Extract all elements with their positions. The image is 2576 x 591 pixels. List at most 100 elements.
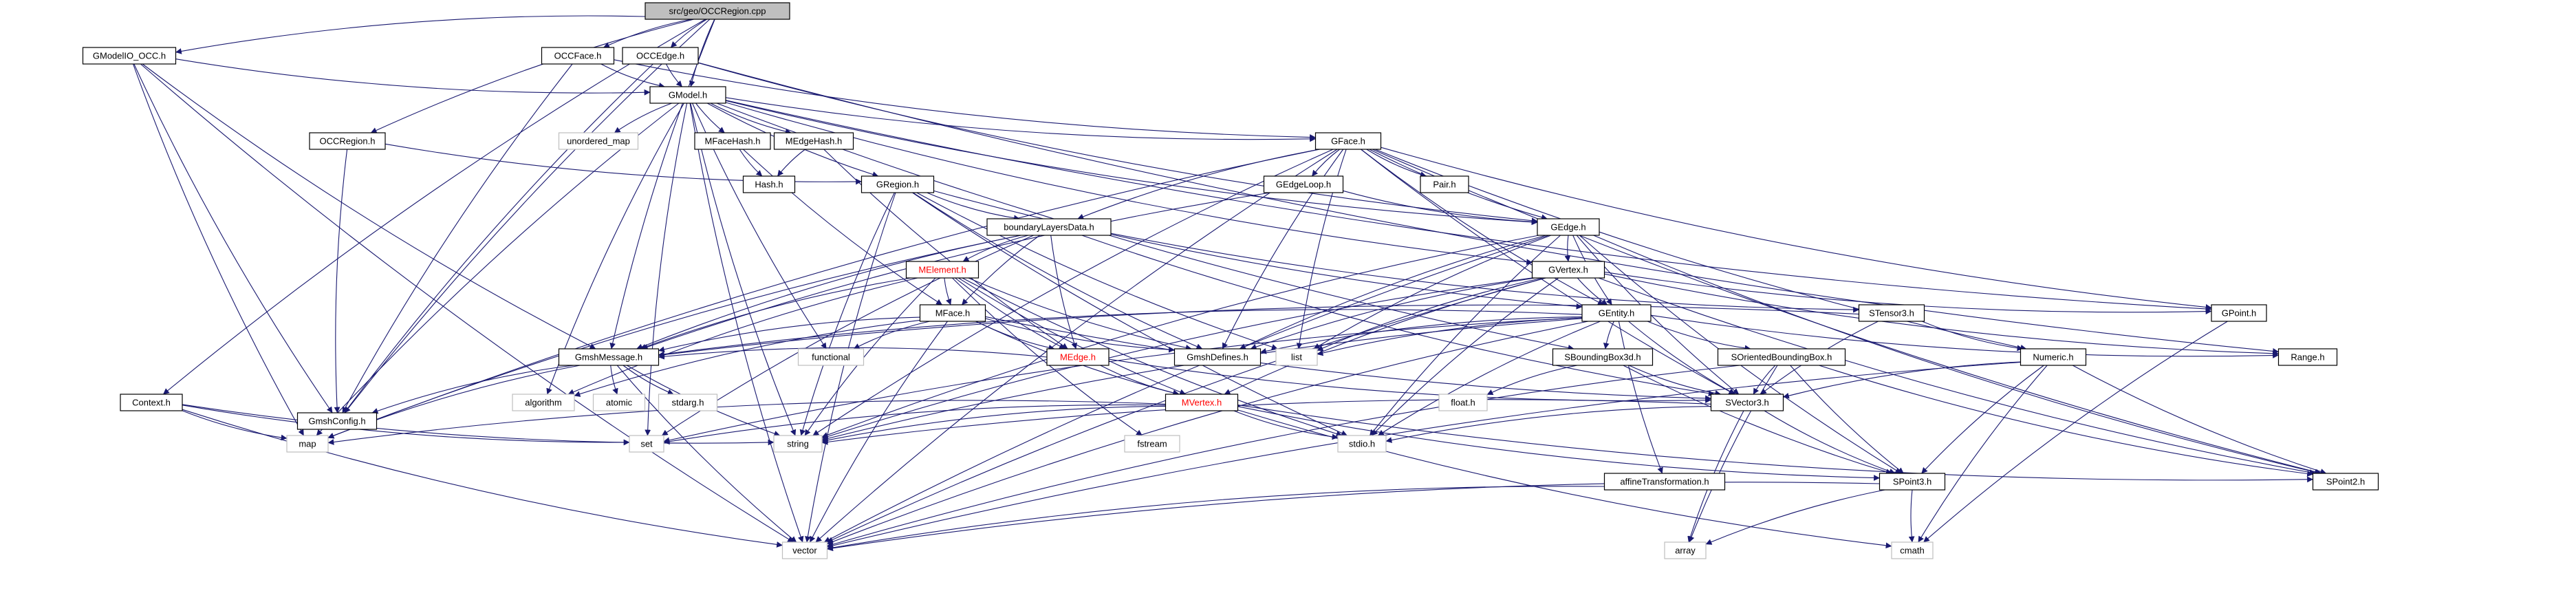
edge-melement_h-to-medge_h bbox=[955, 277, 1065, 350]
edge-gedge_h-to-gmshdefines_h bbox=[1240, 235, 1546, 350]
node-gmshmessage_h[interactable]: GmshMessage.h bbox=[558, 348, 660, 366]
edge-gentity_h-to-svector3_h bbox=[1628, 321, 1735, 395]
edge-sorientedboundingbox_h-to-vector bbox=[827, 365, 1740, 548]
node-occedge_h[interactable]: OCCEdge.h bbox=[622, 47, 699, 65]
node-mvertex_h[interactable]: MVertex.h bbox=[1165, 394, 1239, 411]
edge-medge_h-to-gmshmessage_h bbox=[658, 347, 1048, 360]
node-list: list bbox=[1275, 348, 1318, 366]
node-boundarylayersdata_h[interactable]: boundaryLayersData.h bbox=[986, 218, 1112, 236]
node-map: map bbox=[286, 435, 329, 453]
edge-occface_h-to-gmodel_h bbox=[600, 63, 665, 89]
node-box-svector3_h bbox=[1710, 394, 1784, 411]
edge-gmodelio_occ_h-to-map bbox=[132, 63, 304, 436]
edge-gvertex_h-to-stdio_h bbox=[1371, 277, 1559, 436]
edge-gmodel_h-to-string bbox=[690, 103, 797, 436]
node-gpoint_h[interactable]: GPoint.h bbox=[2211, 304, 2267, 322]
edge-gmodel_h-to-set bbox=[645, 103, 688, 436]
node-svector3_h[interactable]: SVector3.h bbox=[1710, 394, 1784, 411]
node-gmodel_h[interactable]: GModel.h bbox=[649, 86, 726, 104]
node-medge_h[interactable]: MEdge.h bbox=[1046, 348, 1110, 366]
node-functional: functional bbox=[797, 348, 865, 366]
edge-occregion_cpp-to-gmshconfig_h bbox=[344, 19, 711, 413]
node-box-set bbox=[629, 435, 664, 453]
node-vector: vector bbox=[781, 541, 828, 559]
node-label-atomic: atomic bbox=[606, 397, 633, 407]
edge-melement_h-to-gmshmessage_h bbox=[640, 277, 911, 350]
node-gmshdefines_h[interactable]: GmshDefines.h bbox=[1173, 348, 1262, 366]
node-mface_h[interactable]: MFace.h bbox=[919, 304, 986, 322]
edge-medge_h-to-mvertex_h bbox=[1100, 365, 1180, 396]
node-gentity_h[interactable]: GEntity.h bbox=[1581, 304, 1652, 322]
node-hash_h[interactable]: Hash.h bbox=[742, 175, 796, 193]
edge-spoint3_h-to-array bbox=[1705, 489, 1885, 545]
node-mfacehash_h[interactable]: MFaceHash.h bbox=[694, 132, 771, 150]
node-context_h[interactable]: Context.h bbox=[120, 394, 183, 411]
edge-melement_h-to-algorithm bbox=[567, 277, 918, 395]
edge-gface_h-to-svector3_h bbox=[1360, 149, 1735, 395]
edge-gmshmessage_h-to-gmshconfig_h bbox=[371, 365, 574, 414]
node-box-sboundingbox3d_h bbox=[1552, 348, 1654, 366]
node-numeric_h[interactable]: Numeric.h bbox=[2020, 348, 2087, 366]
node-stensor3_h[interactable]: STensor3.h bbox=[1858, 304, 1925, 322]
node-label-gregion_h: GRegion.h bbox=[876, 179, 919, 189]
node-occregion_cpp[interactable]: src/geo/OCCRegion.cpp bbox=[645, 2, 790, 20]
node-occregion_h[interactable]: OCCRegion.h bbox=[309, 132, 386, 150]
node-label-range_h: Range.h bbox=[2291, 352, 2324, 362]
node-label-gpoint_h: GPoint.h bbox=[2222, 308, 2257, 318]
node-pair_h[interactable]: Pair.h bbox=[1420, 175, 1469, 193]
node-occface_h[interactable]: OCCFace.h bbox=[541, 47, 615, 65]
edge-gmodelio_occ_h-to-gmshmessage_h bbox=[142, 63, 596, 350]
edge-gregion_h-to-gentity_h bbox=[933, 190, 1583, 310]
node-label-sboundingbox3d_h: SBoundingBox3d.h bbox=[1564, 352, 1641, 362]
edge-gentity_h-to-vector bbox=[827, 321, 1589, 545]
node-box-string bbox=[773, 435, 823, 453]
node-unordered_map: unordered_map bbox=[558, 132, 639, 150]
edge-gmodel_h-to-gpoint_h bbox=[725, 100, 2212, 312]
node-label-gmodel_h: GModel.h bbox=[669, 89, 707, 100]
edge-mface_h-to-algorithm bbox=[574, 319, 920, 397]
node-label-svector3_h: SVector3.h bbox=[1725, 397, 1769, 407]
edge-sorientedboundingbox_h-to-spoint3_h bbox=[1790, 365, 1904, 474]
node-melement_h[interactable]: MElement.h bbox=[905, 261, 979, 279]
node-box-fstream bbox=[1124, 435, 1180, 453]
node-gmodelio_occ_h[interactable]: GModelIO_OCC.h bbox=[82, 47, 177, 65]
edge-gvertex_h-to-gmshdefines_h bbox=[1250, 277, 1535, 350]
node-range_h[interactable]: Range.h bbox=[2277, 348, 2338, 366]
node-box-medgehash_h bbox=[773, 132, 854, 150]
edge-mvertex_h-to-spoint3_h bbox=[1237, 406, 1880, 481]
node-label-list: list bbox=[1291, 352, 1302, 362]
node-gregion_h[interactable]: GRegion.h bbox=[861, 175, 935, 193]
edge-occedge_h-to-gmshconfig_h bbox=[344, 63, 653, 413]
node-box-pair_h bbox=[1420, 175, 1469, 193]
node-box-algorithm bbox=[512, 394, 575, 411]
node-gedgeloop_h[interactable]: GEdgeLoop.h bbox=[1263, 175, 1344, 193]
node-label-gmshconfig_h: GmshConfig.h bbox=[308, 416, 365, 426]
edge-mfacehash_h-to-hash_h bbox=[739, 149, 763, 177]
node-medgehash_h[interactable]: MEdgeHash.h bbox=[773, 132, 854, 150]
node-sorientedboundingbox_h[interactable]: SOrientedBoundingBox.h bbox=[1717, 348, 1846, 366]
node-box-occedge_h bbox=[622, 47, 699, 65]
edge-gedge_h-to-spoint2_h bbox=[1593, 235, 2321, 475]
edge-sboundingbox3d_h-to-float_h bbox=[1486, 365, 1578, 396]
edge-boundarylayersdata_h-to-mface_h bbox=[961, 235, 1040, 305]
node-box-array bbox=[1664, 541, 1707, 559]
node-gface_h[interactable]: GFace.h bbox=[1314, 132, 1382, 150]
node-label-stdio_h: stdio.h bbox=[1349, 438, 1375, 449]
node-gedge_h[interactable]: GEdge.h bbox=[1537, 218, 1600, 236]
node-box-gmodel_h bbox=[649, 86, 726, 104]
edge-boundarylayersdata_h-to-medge_h bbox=[1050, 235, 1077, 350]
node-gmshconfig_h[interactable]: GmshConfig.h bbox=[296, 412, 378, 430]
node-gvertex_h[interactable]: GVertex.h bbox=[1531, 261, 1605, 279]
node-affinetransformation_h[interactable]: affineTransformation.h bbox=[1603, 473, 1726, 491]
node-label-unordered_map: unordered_map bbox=[567, 136, 630, 146]
node-label-sorientedboundingbox_h: SOrientedBoundingBox.h bbox=[1731, 352, 1832, 362]
node-set: set bbox=[629, 435, 664, 453]
node-spoint2_h[interactable]: SPoint2.h bbox=[2312, 473, 2379, 491]
node-label-gentity_h: GEntity.h bbox=[1599, 308, 1635, 318]
node-label-gmshmessage_h: GmshMessage.h bbox=[575, 352, 642, 362]
edge-gregion_h-to-boundarylayersdata_h bbox=[927, 192, 1020, 222]
node-box-gpoint_h bbox=[2211, 304, 2267, 322]
node-sboundingbox3d_h[interactable]: SBoundingBox3d.h bbox=[1552, 348, 1654, 366]
node-spoint3_h[interactable]: SPoint3.h bbox=[1879, 473, 1946, 491]
